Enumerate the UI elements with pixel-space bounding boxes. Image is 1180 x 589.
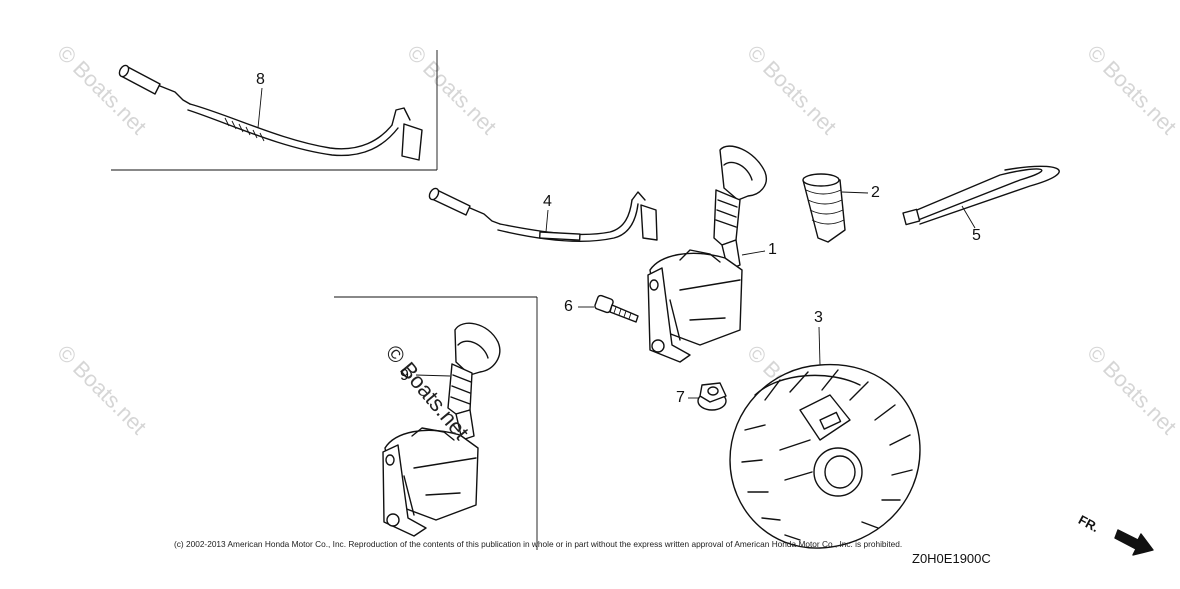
callout-3: 3 <box>814 309 823 326</box>
part-9-box <box>334 296 538 550</box>
front-direction-arrow-icon <box>1114 529 1154 556</box>
callout-9: 9 <box>400 367 409 384</box>
leader-8 <box>257 87 263 129</box>
part-9-ignition-coil <box>382 322 501 537</box>
callout-5: 5 <box>972 227 981 244</box>
part-4-ignition-wire <box>428 187 658 242</box>
leader-3 <box>818 326 821 366</box>
part-8-box <box>111 50 438 171</box>
part-5-cable-tie <box>902 165 1060 226</box>
leader-5 <box>961 205 976 229</box>
part-2-rubber-boot <box>802 173 846 243</box>
callout-7: 7 <box>676 389 685 406</box>
callout-1: 1 <box>768 241 777 258</box>
part-7-flange-nut <box>697 382 727 411</box>
leader-4 <box>545 209 549 233</box>
part-1-ignition-coil <box>647 145 767 363</box>
part-3-flywheel <box>729 363 921 549</box>
part-6-bolt <box>594 294 639 323</box>
leader-2 <box>841 191 869 194</box>
callout-4: 4 <box>543 193 552 210</box>
diagram-code: Z0H0E1900C <box>912 551 991 566</box>
callout-2: 2 <box>871 184 880 201</box>
callout-6: 6 <box>564 298 573 315</box>
copyright-notice: (c) 2002-2013 American Honda Motor Co., … <box>174 539 903 549</box>
part-8-ignition-wire <box>118 64 423 161</box>
leader-1 <box>741 250 766 256</box>
callout-8: 8 <box>256 71 265 88</box>
leader-9 <box>415 374 451 377</box>
